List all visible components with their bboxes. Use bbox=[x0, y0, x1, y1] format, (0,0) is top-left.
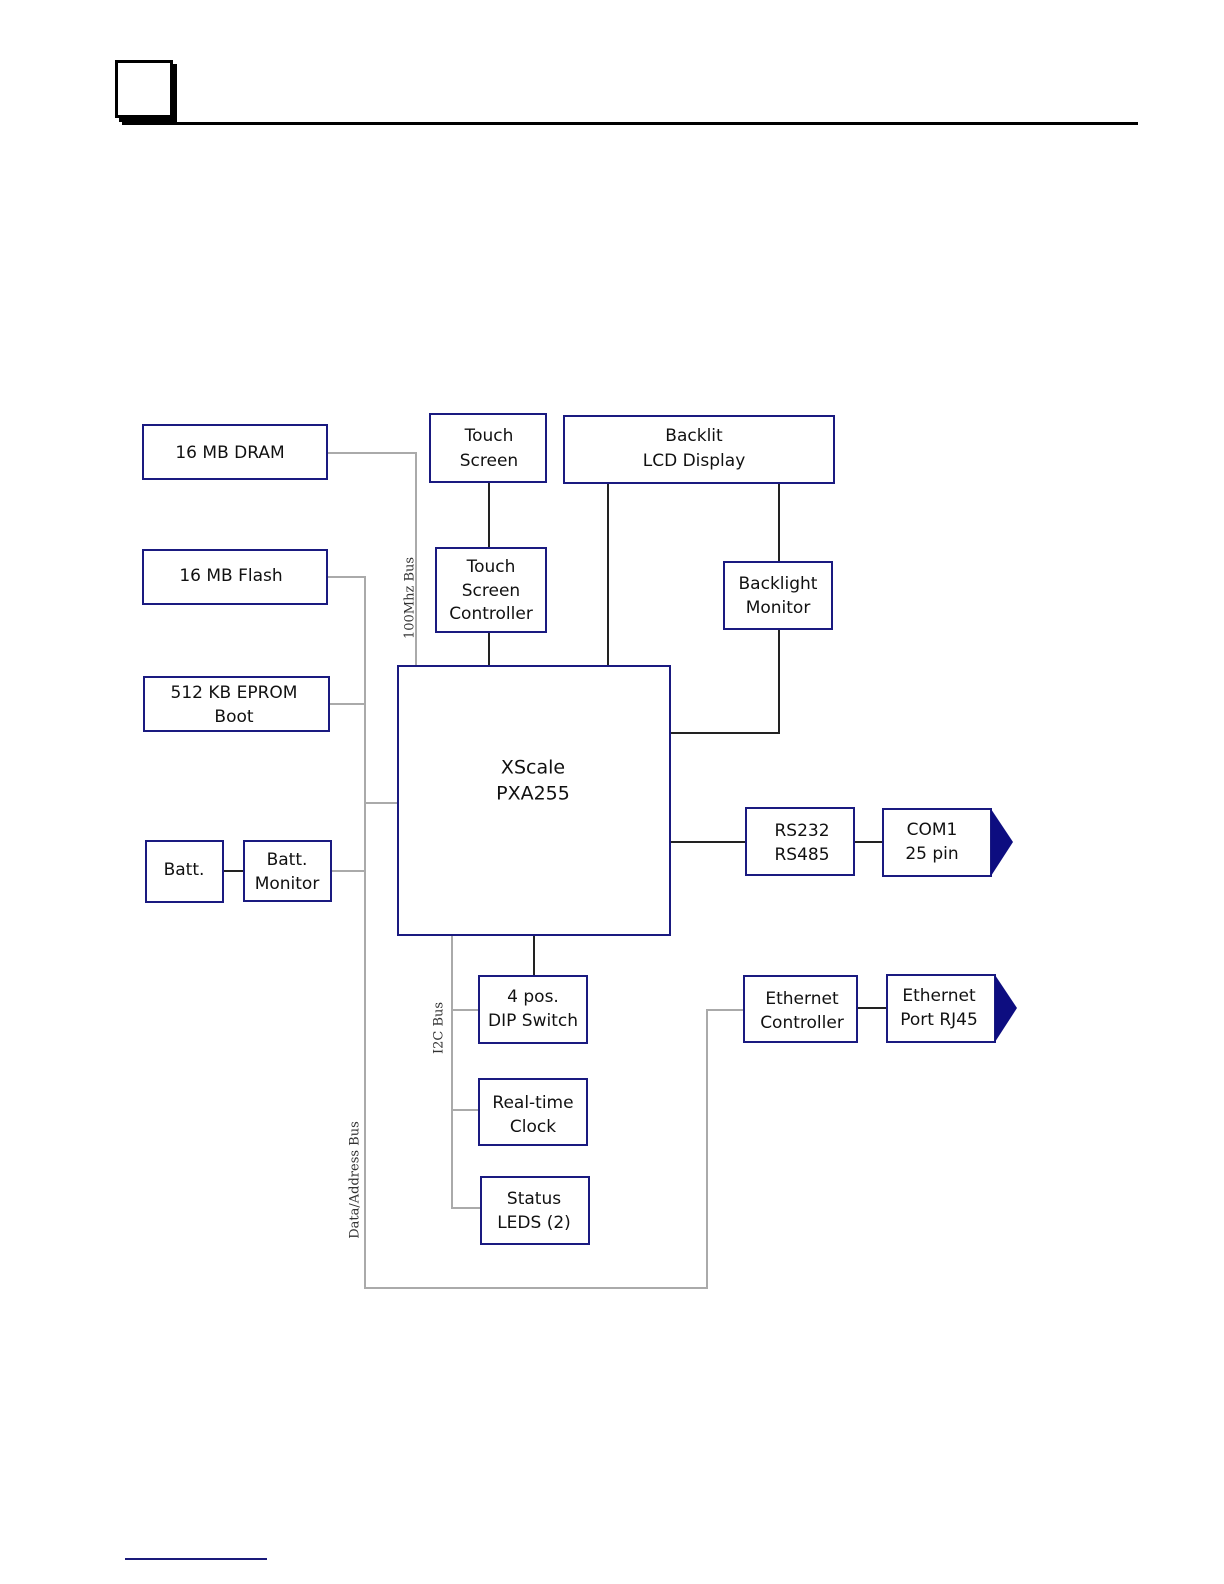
com1-label-2: 25 pin bbox=[905, 844, 958, 864]
leds-label-1: Status bbox=[507, 1189, 561, 1209]
flash-block: 16 MB Flash bbox=[143, 550, 327, 604]
eth-port-label-1: Ethernet bbox=[902, 986, 976, 1006]
mem-bus-label: 100Mhz Bus bbox=[403, 557, 418, 639]
serial-label-2: RS485 bbox=[774, 845, 829, 865]
leds-label-2: LEDS (2) bbox=[497, 1213, 571, 1233]
cpu-label-1: XScale bbox=[501, 757, 565, 779]
backlight-cpu-wire bbox=[670, 629, 779, 733]
dip-label-2: DIP Switch bbox=[488, 1011, 578, 1031]
eth-port-label-2: Port RJ45 bbox=[900, 1010, 978, 1030]
rtc-label-1: Real-time bbox=[492, 1093, 573, 1113]
touch-ctrl-label-1: Touch bbox=[466, 557, 516, 577]
lcd-label-2: LCD Display bbox=[643, 451, 746, 471]
i2c-bus-label: I2C Bus bbox=[432, 1002, 447, 1054]
touch-screen-label-1: Touch bbox=[464, 426, 514, 446]
eprom-label-2: Boot bbox=[214, 707, 253, 727]
batt-monitor-block: Batt. Monitor bbox=[244, 841, 331, 901]
serial-label-1: RS232 bbox=[774, 821, 829, 841]
batt-monitor-label-2: Monitor bbox=[255, 874, 320, 894]
batt-monitor-label-1: Batt. bbox=[267, 850, 308, 870]
dram-label: 16 MB DRAM bbox=[175, 443, 284, 463]
status-leds-block: Status LEDS (2) bbox=[481, 1177, 589, 1244]
ethernet-port-arrow bbox=[995, 975, 1017, 1042]
eth-ctrl-label-2: Controller bbox=[760, 1013, 844, 1033]
backlight-label-1: Backlight bbox=[739, 574, 818, 594]
com1-block: COM1 25 pin bbox=[883, 809, 1013, 876]
flash-label: 16 MB Flash bbox=[179, 566, 282, 586]
ethernet-port-block: Ethernet Port RJ45 bbox=[887, 975, 1017, 1042]
touch-ctrl-label-2: Screen bbox=[462, 581, 520, 601]
touch-ctrl-label-3: Controller bbox=[449, 604, 533, 624]
rtc-block: Real-time Clock bbox=[479, 1079, 587, 1145]
dip-label-1: 4 pos. bbox=[507, 987, 559, 1007]
serial-block: RS232 RS485 bbox=[746, 808, 854, 875]
touch-screen-block: Touch Screen bbox=[430, 414, 546, 482]
com1-label-1: COM1 bbox=[907, 820, 958, 840]
backlight-monitor-block: Backlight Monitor bbox=[724, 562, 832, 629]
i2c-bus-wire bbox=[452, 935, 481, 1208]
eprom-block: 512 KB EPROM Boot bbox=[144, 677, 329, 731]
lcd-label-1: Backlit bbox=[665, 426, 723, 446]
cpu-block: XScale PXA255 bbox=[398, 666, 670, 935]
lcd-block: Backlit LCD Display bbox=[564, 416, 834, 483]
battery-label: Batt. bbox=[164, 860, 205, 880]
eth-ctrl-label-1: Ethernet bbox=[765, 989, 839, 1009]
rtc-label-2: Clock bbox=[510, 1117, 556, 1137]
com1-port-arrow bbox=[991, 809, 1013, 876]
ethernet-controller-block: Ethernet Controller bbox=[744, 976, 857, 1042]
touch-screen-label-2: Screen bbox=[460, 451, 518, 471]
dram-block: 16 MB DRAM bbox=[143, 425, 327, 479]
footnote-rule bbox=[125, 1558, 267, 1560]
backlight-label-2: Monitor bbox=[746, 598, 811, 618]
touch-controller-block: Touch Screen Controller bbox=[436, 548, 546, 632]
data-bus-label: Data/Address Bus bbox=[348, 1121, 363, 1239]
battery-block: Batt. bbox=[146, 841, 223, 902]
dip-switch-block: 4 pos. DIP Switch bbox=[479, 976, 587, 1043]
eprom-label-1: 512 KB EPROM bbox=[171, 683, 298, 703]
cpu-label-2: PXA255 bbox=[496, 783, 570, 805]
